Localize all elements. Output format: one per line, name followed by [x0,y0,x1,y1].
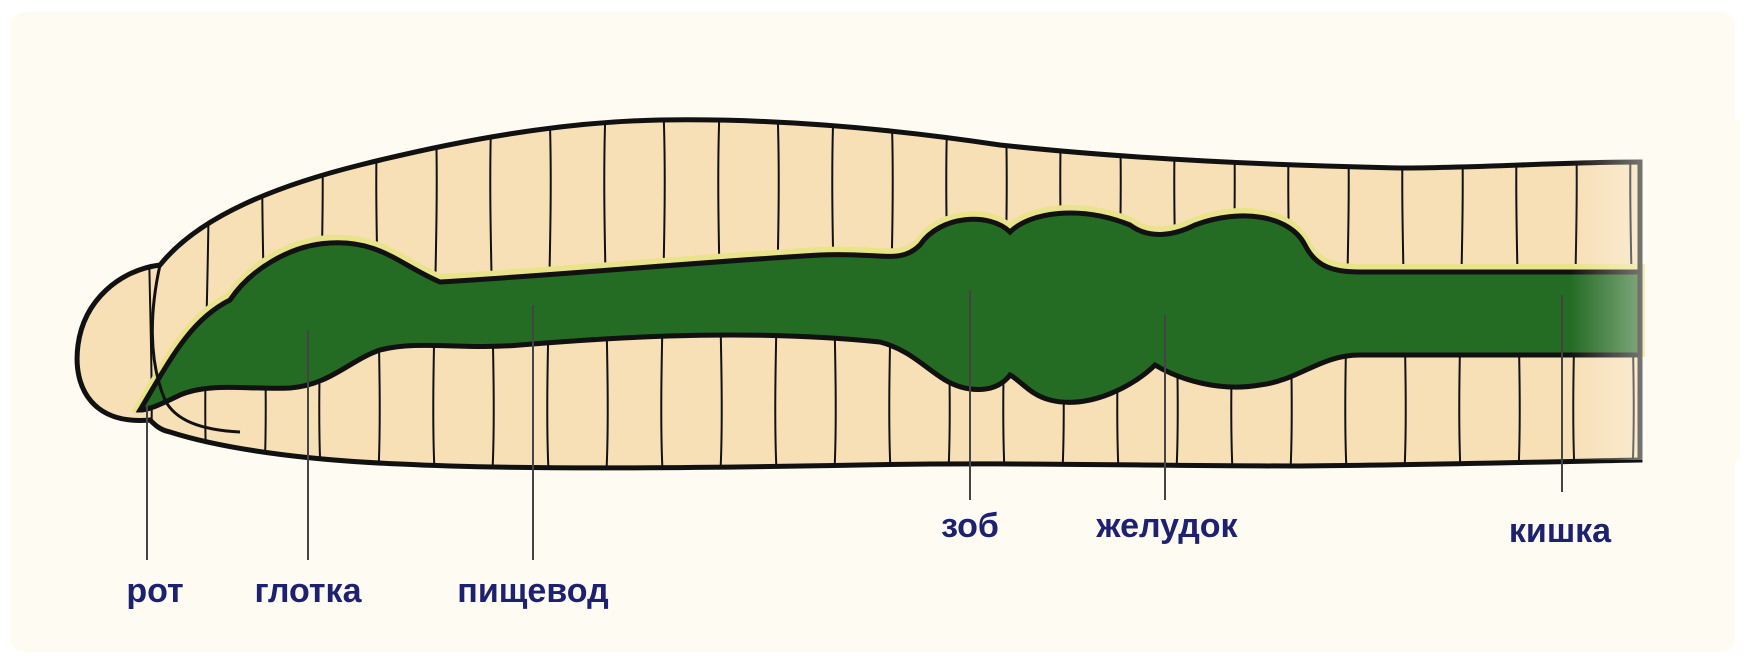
tail-fade [1570,120,1740,460]
label-crop: зоб [941,507,999,545]
label-esophagus: пищевод [457,572,608,610]
label-intestine: кишка [1509,512,1612,550]
label-pharynx: глотка [255,572,363,610]
label-mouth: рот [126,572,183,610]
label-gizzard: желудок [1095,507,1238,545]
